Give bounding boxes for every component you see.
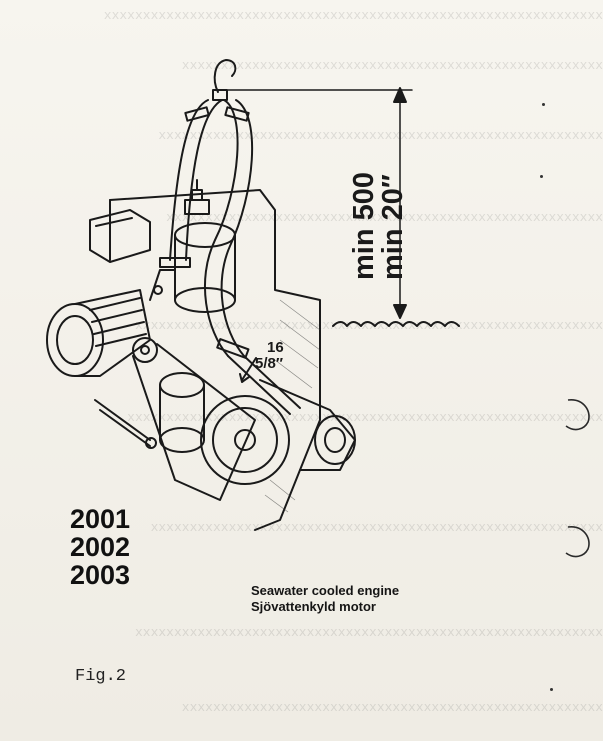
model-number: 2003 — [70, 560, 131, 590]
figure-label: Fig.2 — [75, 667, 127, 686]
speck — [550, 688, 553, 691]
binder-hole-mark — [565, 399, 590, 431]
caption-swedish: Sjövattenkyld motor — [251, 599, 376, 614]
binder-hole-mark — [565, 526, 590, 558]
dimension-label: min 500 min 20″ — [348, 155, 409, 280]
figure-caption: Seawater cooled engine Sjövattenkyld mot… — [251, 583, 399, 615]
hose-size-label: 16 5/8″ — [255, 340, 284, 372]
dimension-metric: min 500 — [348, 172, 380, 280]
dimension-imperial: min 20″ — [377, 174, 409, 280]
caption-english: Seawater cooled engine — [251, 583, 400, 598]
hose-size-in: 5/8″ — [255, 355, 284, 372]
speck — [542, 103, 545, 106]
hose-size-mm: 16 — [267, 339, 284, 356]
model-numbers: 2001 2002 2003 — [70, 505, 130, 589]
model-number: 2001 — [70, 504, 131, 534]
speck — [540, 175, 543, 178]
model-number: 2002 — [70, 532, 131, 562]
